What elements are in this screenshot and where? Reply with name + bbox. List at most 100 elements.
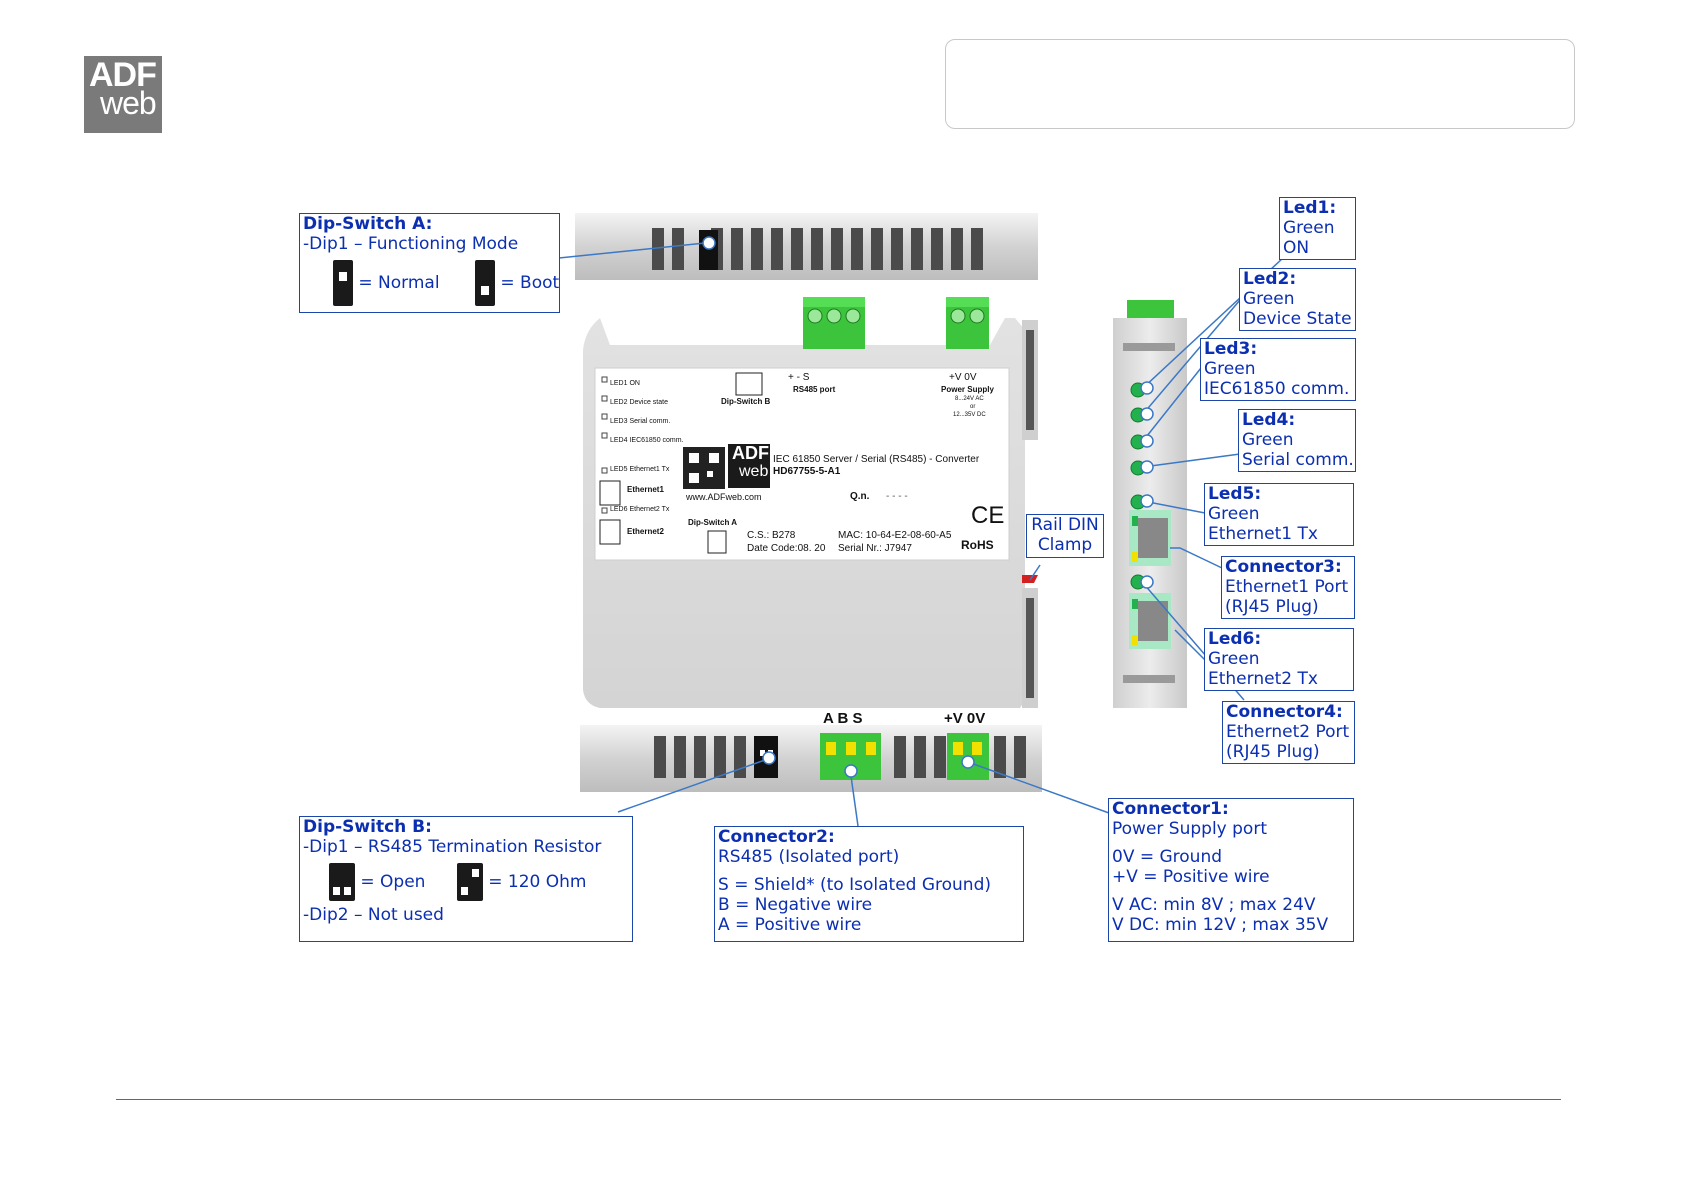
callout-led5: Led5: Green Ethernet1 Tx <box>1204 483 1354 546</box>
callout-connector3: Connector3: Ethernet1 Port (RJ45 Plug) <box>1221 556 1355 619</box>
logo-line1: ADF <box>89 56 157 94</box>
callout-line: Rail DIN <box>1031 515 1099 535</box>
device-ethernet1-label: Ethernet1 <box>627 485 664 494</box>
callout-line: -Dip2 – Not used <box>303 905 444 925</box>
device-qn: Q.n. <box>850 491 870 502</box>
device-dipb-label: Dip-Switch B <box>721 397 771 406</box>
callout-line: Green <box>1283 218 1335 238</box>
device-rs485-port: RS485 port <box>793 385 836 394</box>
callout-title: Led5: <box>1208 484 1262 504</box>
dip-normal-label: = Normal <box>358 273 440 293</box>
callout-line: Green <box>1243 289 1295 309</box>
dip-boot-label: = Boot <box>500 273 560 293</box>
dip-switch-open-icon <box>329 863 355 901</box>
dip-switch-boot-icon <box>474 260 495 306</box>
device-rs485-pins: + - S <box>788 372 810 383</box>
callout-line: -Dip1 – RS485 Termination Resistor <box>303 837 602 857</box>
device-led5-label: LED5 Ethernet1 Tx <box>610 466 670 473</box>
callout-line: Ethernet1 Tx <box>1208 524 1318 544</box>
adfweb-logo: ADF web <box>84 56 162 133</box>
device-power-dc: 12...35V DC <box>953 412 986 418</box>
dip-120ohm-label: = 120 Ohm <box>488 872 587 892</box>
device-label-logo-adf: ADF <box>732 443 769 463</box>
callout-line: Green <box>1208 504 1260 524</box>
callout-title: Led4: <box>1242 410 1296 430</box>
callout-title: Connector4: <box>1226 702 1343 722</box>
callout-dip-switch-b: Dip-Switch B: -Dip1 – RS485 Termination … <box>299 816 633 942</box>
callout-line: Ethernet1 Port <box>1225 577 1349 597</box>
callout-line: B = Negative wire <box>718 895 873 915</box>
bottom-view <box>580 725 1042 792</box>
callout-title: Led1: <box>1283 198 1337 218</box>
callout-line: Power Supply port <box>1112 819 1267 839</box>
front-body <box>583 297 1038 708</box>
callout-line: Green <box>1242 430 1294 450</box>
header-box <box>945 39 1575 129</box>
device-model: HD67755-5-A1 <box>773 466 841 477</box>
top-view <box>575 213 1038 280</box>
callout-line: A = Positive wire <box>718 915 862 935</box>
ce-mark: CE <box>971 502 1005 529</box>
callout-connector4: Connector4: Ethernet2 Port (RJ45 Plug) <box>1222 701 1355 764</box>
callout-line: IEC61850 comm. <box>1204 379 1350 399</box>
callout-line: S = Shield* (to Isolated Ground) <box>718 875 992 895</box>
callout-line: Device State <box>1243 309 1352 329</box>
callout-led2: Led2: Green Device State <box>1239 268 1356 331</box>
callout-line: RS485 (Isolated port) <box>718 847 900 867</box>
callout-title: Led6: <box>1208 629 1262 649</box>
callout-line: Ethernet2 Tx <box>1208 669 1318 689</box>
callout-connector1: Connector1: Power Supply port 0V = Groun… <box>1108 798 1354 942</box>
callout-title: Connector3: <box>1225 557 1342 577</box>
callout-rail-din-clamp: Rail DIN Clamp <box>1026 514 1104 558</box>
device-led-label: LED4 IEC61850 comm. <box>610 437 684 444</box>
device-led-label: LED2 Device state <box>610 399 668 406</box>
callout-connector2: Connector2: RS485 (Isolated port) S = Sh… <box>714 826 1024 942</box>
callout-line: +V = Positive wire <box>1112 867 1270 887</box>
callout-led3: Led3: Green IEC61850 comm. <box>1200 338 1356 401</box>
device-power-supply: Power Supply <box>941 385 994 394</box>
device-led-label: LED3 Serial comm. <box>610 418 671 425</box>
callout-line: -Dip1 – Functioning Mode <box>303 234 519 254</box>
callout-title: Dip-Switch B: <box>303 817 432 837</box>
bottom-power-pins: +V 0V <box>944 710 986 727</box>
callout-line: Green <box>1204 359 1256 379</box>
callout-title: Connector1: <box>1112 799 1229 819</box>
callout-title: Connector2: <box>718 827 835 847</box>
device-cs: C.S.: B278 <box>747 530 796 541</box>
device-power-pins: +V 0V <box>949 372 977 383</box>
device-date-code: Date Code:08. 20 <box>747 543 826 554</box>
callout-title: Dip-Switch A: <box>303 214 433 234</box>
device-ethernet2-label: Ethernet2 <box>627 527 664 536</box>
device-serial: Serial Nr.: J7947 <box>838 543 912 554</box>
device-qn-value: - - - - <box>886 491 908 502</box>
dip-switch-120ohm-icon <box>456 863 483 901</box>
callout-line: V AC: min 8V ; max 24V <box>1112 895 1316 915</box>
callout-line: V DC: min 12V ; max 35V <box>1112 915 1329 935</box>
device-dipa-label: Dip-Switch A <box>688 518 738 527</box>
device-led-labels: LED1 ON LED2 Device state LED3 Serial co… <box>610 374 684 450</box>
device-product: IEC 61850 Server / Serial (RS485) - Conv… <box>773 454 980 465</box>
callout-title: Led2: <box>1243 269 1297 289</box>
callout-line: (RJ45 Plug) <box>1225 597 1319 617</box>
callout-led1: Led1: Green ON <box>1279 197 1356 260</box>
callout-line: Green <box>1208 649 1260 669</box>
callout-line: Clamp <box>1037 535 1093 555</box>
callout-title: Led3: <box>1204 339 1258 359</box>
device-mac: MAC: 10-64-E2-08-60-A5 <box>838 530 952 541</box>
device-led6-label: LED6 Ethernet2 Tx <box>610 506 670 513</box>
callout-line: Ethernet2 Port <box>1226 722 1350 742</box>
device-label-logo-web: web <box>739 463 769 480</box>
callout-line: 0V = Ground <box>1112 847 1223 867</box>
callout-led4: Led4: Green Serial comm. <box>1238 409 1356 472</box>
callout-line: Serial comm. <box>1242 450 1354 470</box>
device-power-or: or <box>970 404 976 410</box>
footer-divider <box>116 1099 1561 1100</box>
device-power-range: 8...24V AC <box>955 396 984 402</box>
callout-line: (RJ45 Plug) <box>1226 742 1320 762</box>
callout-led6: Led6: Green Ethernet2 Tx <box>1204 628 1354 691</box>
dip-switch-normal-icon <box>333 260 353 306</box>
bottom-rs485-pins: A B S <box>823 710 863 727</box>
device-led-label: LED1 ON <box>610 380 640 387</box>
callout-line: ON <box>1283 238 1310 258</box>
